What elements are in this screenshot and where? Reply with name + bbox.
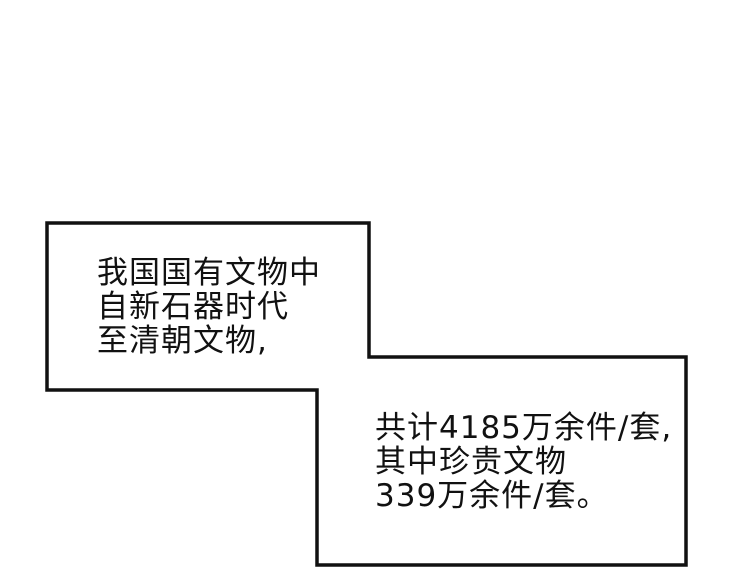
caption-line: 339万余件/套。: [375, 478, 609, 514]
caption-line: 至清朝文物,: [97, 323, 268, 359]
caption-line: 自新石器时代: [97, 289, 289, 325]
caption-text-upper: 我国国有文物中 自新石器时代 至清朝文物,: [97, 256, 321, 358]
caption-box-outline: [45, 221, 688, 567]
caption-line: 其中珍贵文物: [375, 444, 567, 480]
caption-text-lower: 共计4185万余件/套, 其中珍贵文物 339万余件/套。: [375, 411, 672, 513]
caption-line: 我国国有文物中: [97, 255, 321, 291]
caption-line: 共计4185万余件/套,: [375, 410, 673, 446]
